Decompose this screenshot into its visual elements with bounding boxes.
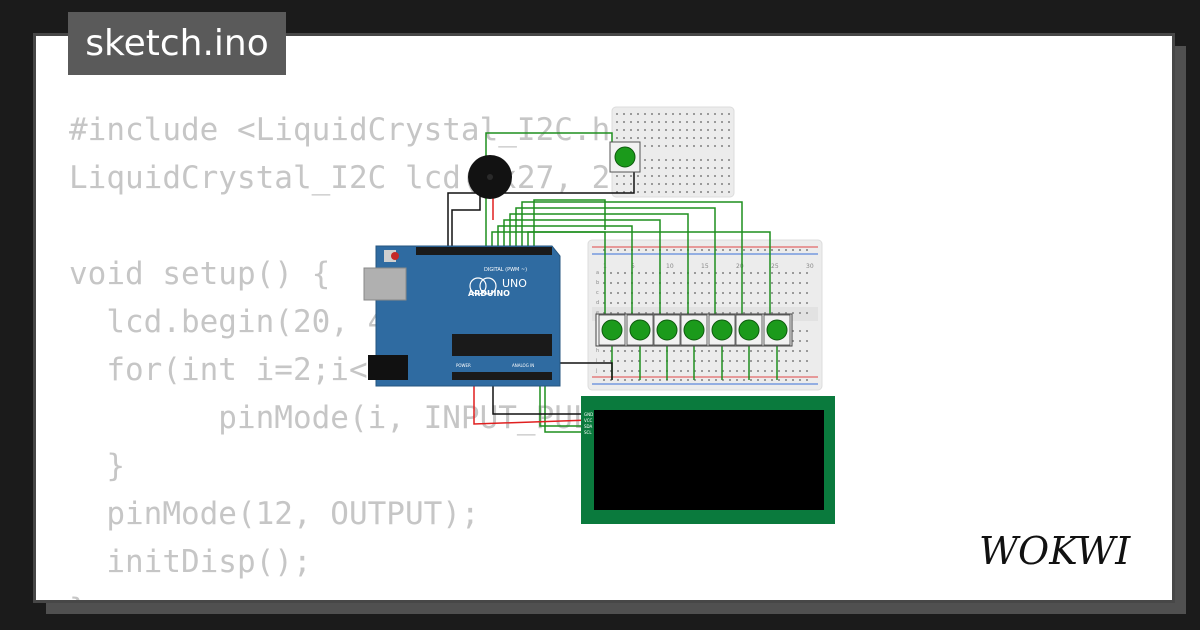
code-line: initDisp(); <box>69 544 312 580</box>
digital-label: DIGITAL (PWM ~) <box>484 267 527 273</box>
code-line: } <box>69 448 125 484</box>
small-breadboard <box>611 106 735 198</box>
lcd-pin-label: SDA <box>584 424 593 429</box>
uno-label: UNO <box>502 277 527 290</box>
pushbutton-row[interactable] <box>595 313 793 347</box>
breadboard-column-label: 5 <box>631 263 635 270</box>
breadboard-column-label: 30 <box>806 263 814 270</box>
lcd-pin-label: GND <box>584 412 593 417</box>
breadboard-row-label: a <box>596 270 599 276</box>
code-line: } <box>69 586 722 600</box>
breadboard-row-label: e <box>596 310 599 316</box>
atmega-chip <box>452 334 552 356</box>
code-line: #include <LiquidCrystal_I2C.h> <box>69 112 629 148</box>
lcd-pin-label: SCL <box>584 430 592 435</box>
breadboard-row-label: c <box>596 290 599 296</box>
button-cap[interactable] <box>656 319 678 341</box>
button-cap[interactable] <box>629 319 651 341</box>
breadboard-column-label: 10 <box>666 263 674 270</box>
buzzer <box>468 155 512 199</box>
breadboard-column-label: 25 <box>771 263 779 270</box>
button-cap[interactable] <box>766 319 788 341</box>
analog-header <box>452 372 552 380</box>
button-cap[interactable] <box>601 319 623 341</box>
arduino-uno-board[interactable]: DIGITAL (PWM ~) ARDUINO UNO POWER ANALOG… <box>363 245 561 387</box>
pushbutton-top[interactable] <box>609 141 641 173</box>
breadboard-row-label: i <box>596 358 597 364</box>
lcd-pin-label: VCC <box>584 418 593 423</box>
breadboard-row-label: j <box>595 368 597 374</box>
breadboard-row-label: h <box>596 348 599 354</box>
button-cap[interactable] <box>683 319 705 341</box>
breadboard-column-label: 15 <box>701 263 709 270</box>
svg-text:WOKWI: WOKWI <box>979 529 1131 573</box>
file-tab[interactable]: sketch.ino <box>68 12 286 75</box>
breadboard-row-label: b <box>596 280 599 286</box>
ground-wires <box>447 172 635 415</box>
button-cap[interactable] <box>711 319 733 341</box>
digital-header <box>416 247 552 255</box>
wokwi-logo: WOKWI <box>979 529 1131 573</box>
breadboard-column-label: 20 <box>736 263 744 270</box>
breadboard-row-label: d <box>596 300 599 306</box>
analog-label: ANALOG IN <box>512 363 534 368</box>
power-label: POWER <box>456 363 471 368</box>
code-line: void setup() { <box>69 256 331 292</box>
reset-button <box>391 252 399 260</box>
code-line: pinMode(12, OUTPUT); <box>69 496 480 532</box>
power-jack <box>368 355 408 380</box>
button-cap[interactable] <box>738 319 760 341</box>
usb-port <box>363 267 407 301</box>
